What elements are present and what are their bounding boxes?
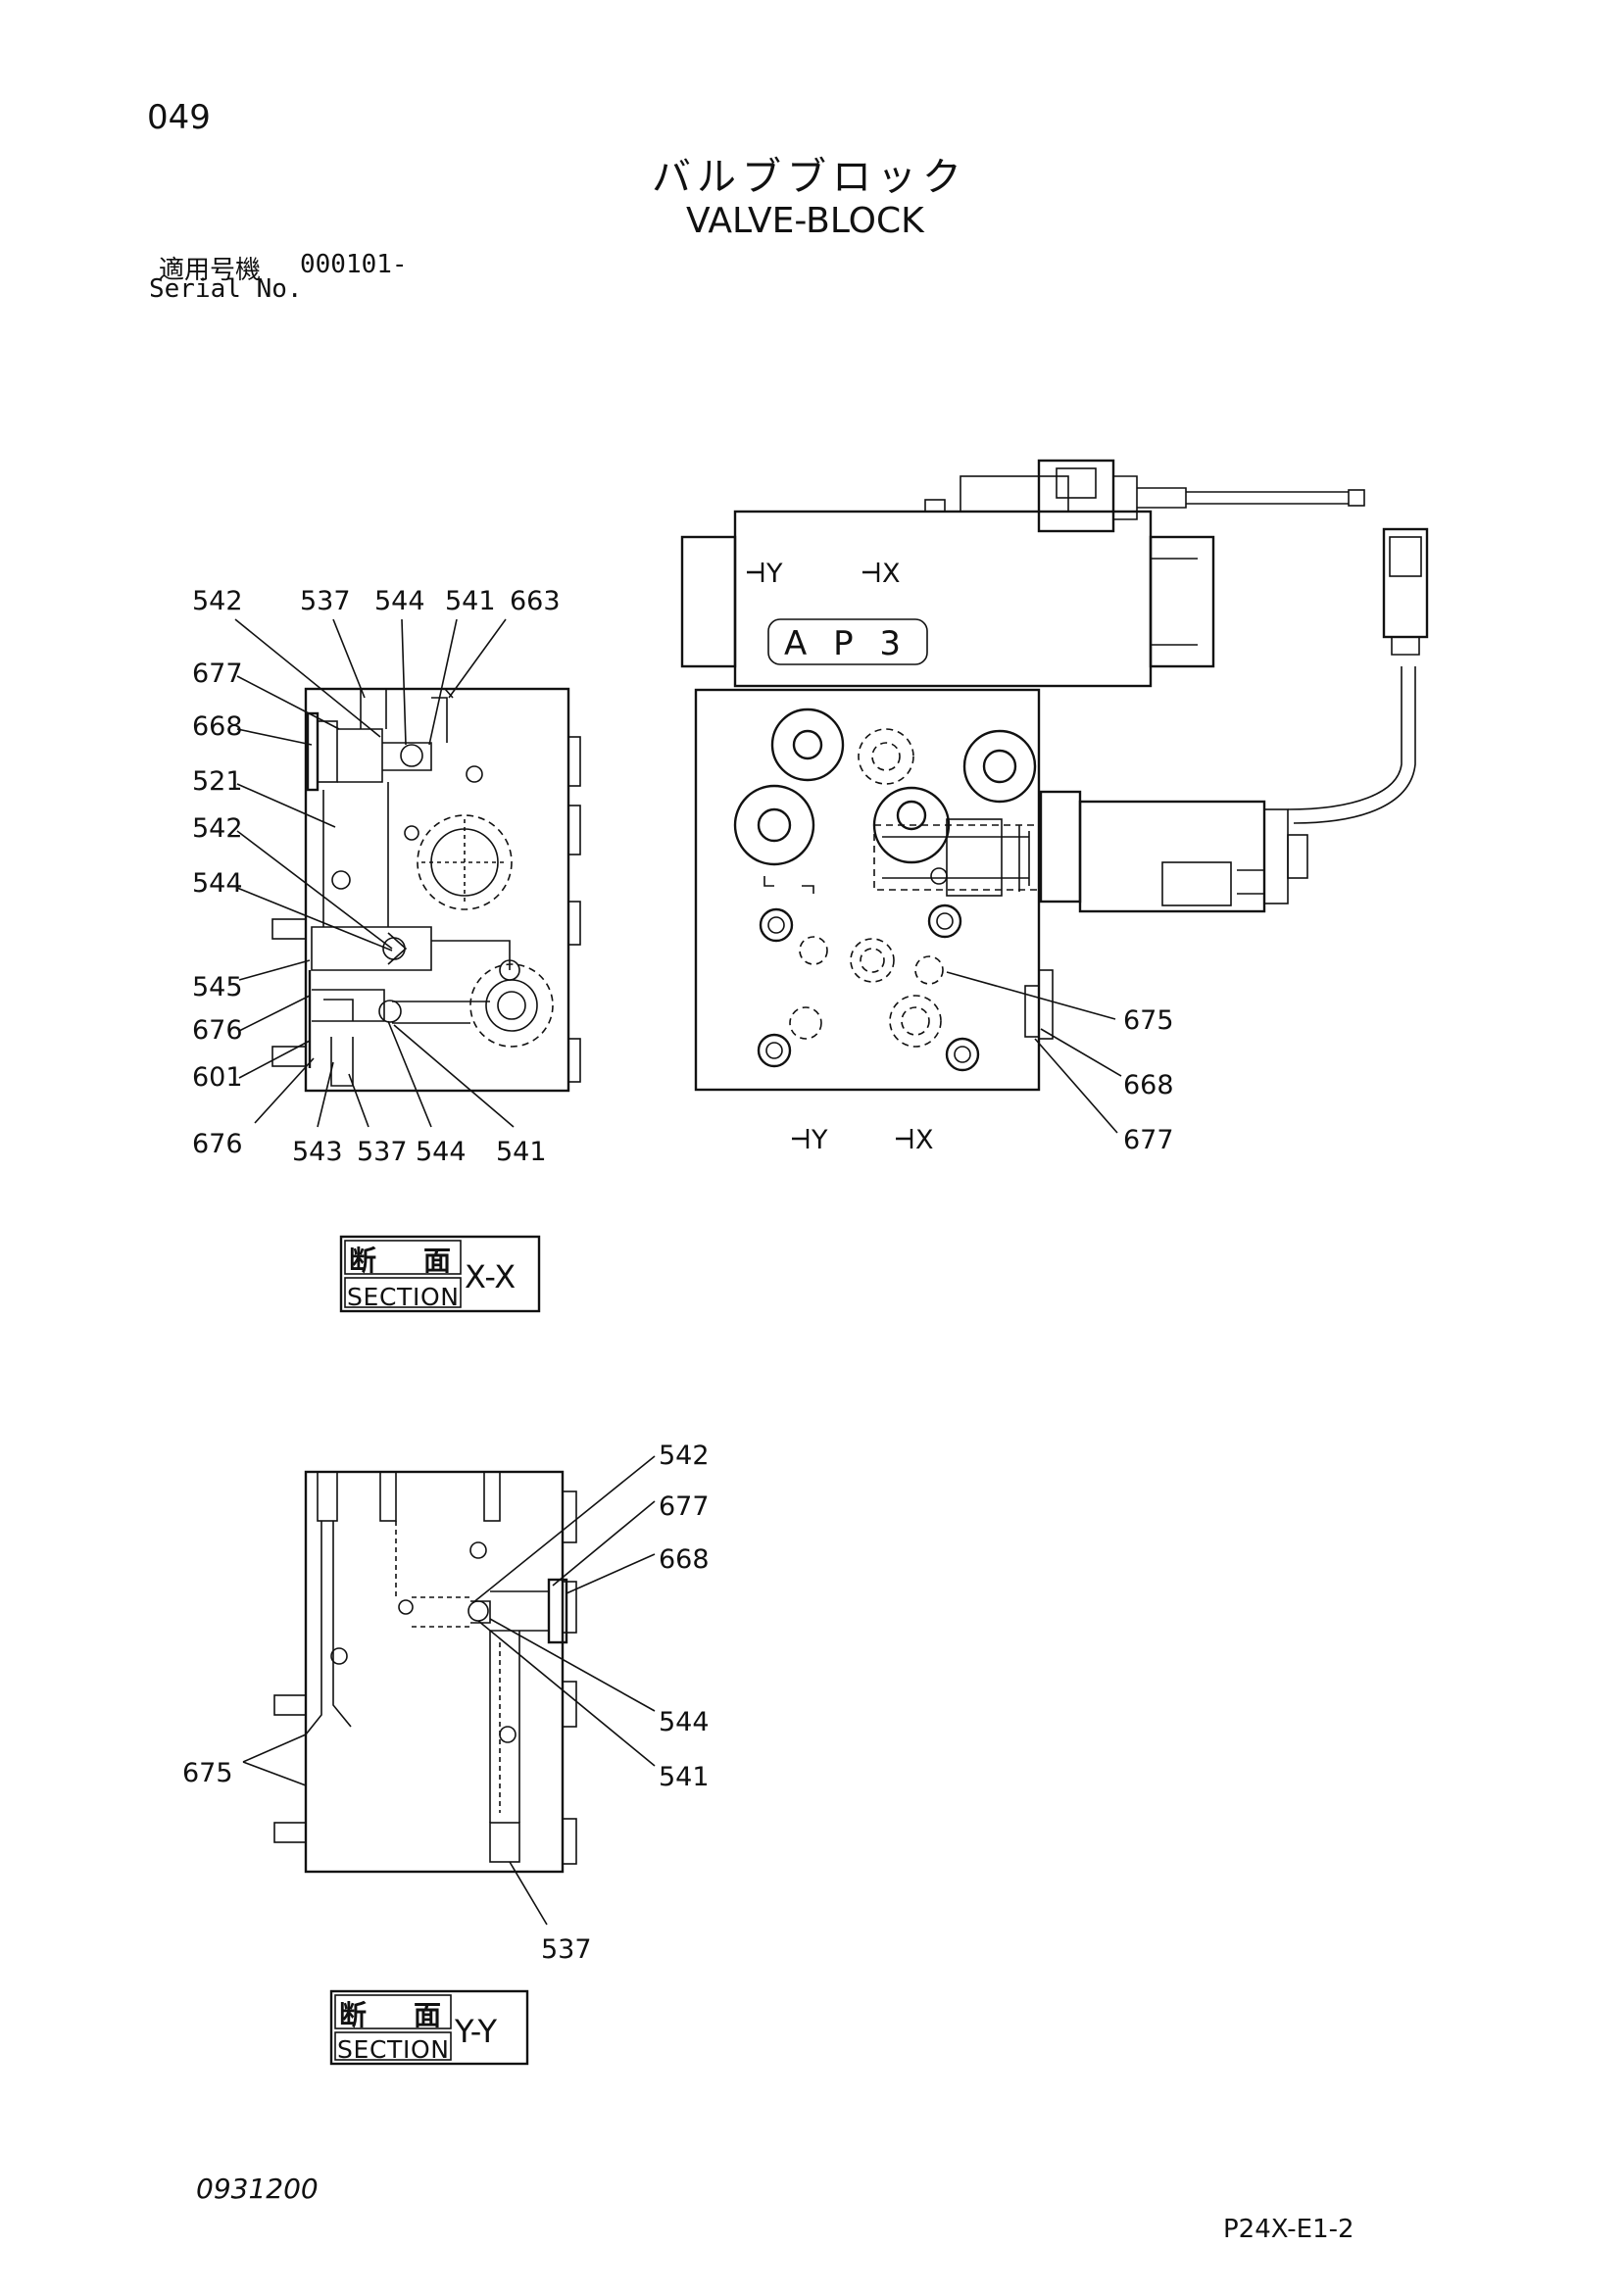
cut-marker-x: X [915,1125,934,1155]
callout-677: 677 [192,659,243,689]
callout-521: 521 [192,766,243,797]
title-english: VALVE-BLOCK [686,201,924,241]
callout-601: 601 [192,1062,243,1093]
section-xx-leaders [234,618,515,1128]
section-kanji-2: 面 [414,1999,441,2031]
section-kanji-1: 断 [339,1999,367,2031]
document-code: 0931200 [196,2173,319,2205]
serial-value: 000101- [300,250,408,279]
section-kanji-2: 面 [423,1245,451,1277]
section-kanji-1: 断 [349,1245,376,1277]
page-code: P24X-E1-2 [1223,2215,1354,2244]
callout-542: 542 [192,813,243,844]
section-yy-drawing [273,1470,577,1874]
page-number: 049 [147,98,211,137]
section-yy-callouts: 542 677 668 544 541 675 537 [182,1441,710,1965]
callout-676: 676 [192,1015,243,1046]
title-japanese: バルブブロック [652,155,967,200]
cut-marker-y: Y [765,559,783,589]
section-xx-drawing [271,687,581,1093]
callout-677: 677 [659,1491,710,1522]
section-view-xx: X-X [465,1258,516,1295]
callout-544: 544 [192,868,243,899]
callout-537: 537 [357,1137,408,1167]
callout-541: 541 [445,586,496,616]
callout-544: 544 [659,1707,710,1737]
callout-544: 544 [374,586,425,616]
callout-668: 668 [1123,1070,1174,1100]
section-xx-callouts: 542 537 544 541 663 677 668 521 542 544 … [192,586,561,1167]
ap3-stamp: A P 3 [784,624,909,663]
callout-537: 537 [541,1934,592,1965]
callout-543: 543 [292,1137,343,1167]
callout-537: 537 [300,586,351,616]
callout-668: 668 [659,1544,710,1575]
serial-label-english: Serial No. [149,274,303,304]
section-word: SECTION [337,2035,449,2064]
front-view-callouts: 675 668 677 [1123,1005,1174,1155]
cut-marker-y: Y [811,1125,828,1155]
callout-677: 677 [1123,1125,1174,1155]
section-yy-leaders [242,1455,656,1926]
section-word: SECTION [347,1283,459,1311]
section-xx-label: 断 面 SECTION X-X [339,1235,541,1313]
callout-541: 541 [496,1137,547,1167]
front-view-drawing: A P 3 Y X [680,459,1429,1155]
front-view-leaders [946,971,1122,1134]
callout-542: 542 [659,1441,710,1471]
section-yy-label: 断 面 SECTION Y-Y [329,1989,529,2066]
serial-label-japanese: 適用号機 [159,256,262,285]
callout-668: 668 [192,711,243,742]
callout-675: 675 [1123,1005,1174,1036]
cut-marker-x: X [882,559,901,589]
callout-676: 676 [192,1129,243,1159]
callout-542: 542 [192,586,243,616]
callout-663: 663 [510,586,561,616]
callout-544: 544 [416,1137,467,1167]
section-view-yy: Y-Y [454,2013,498,2050]
callout-675: 675 [182,1758,233,1788]
callout-545: 545 [192,972,243,1002]
callout-541: 541 [659,1762,710,1792]
